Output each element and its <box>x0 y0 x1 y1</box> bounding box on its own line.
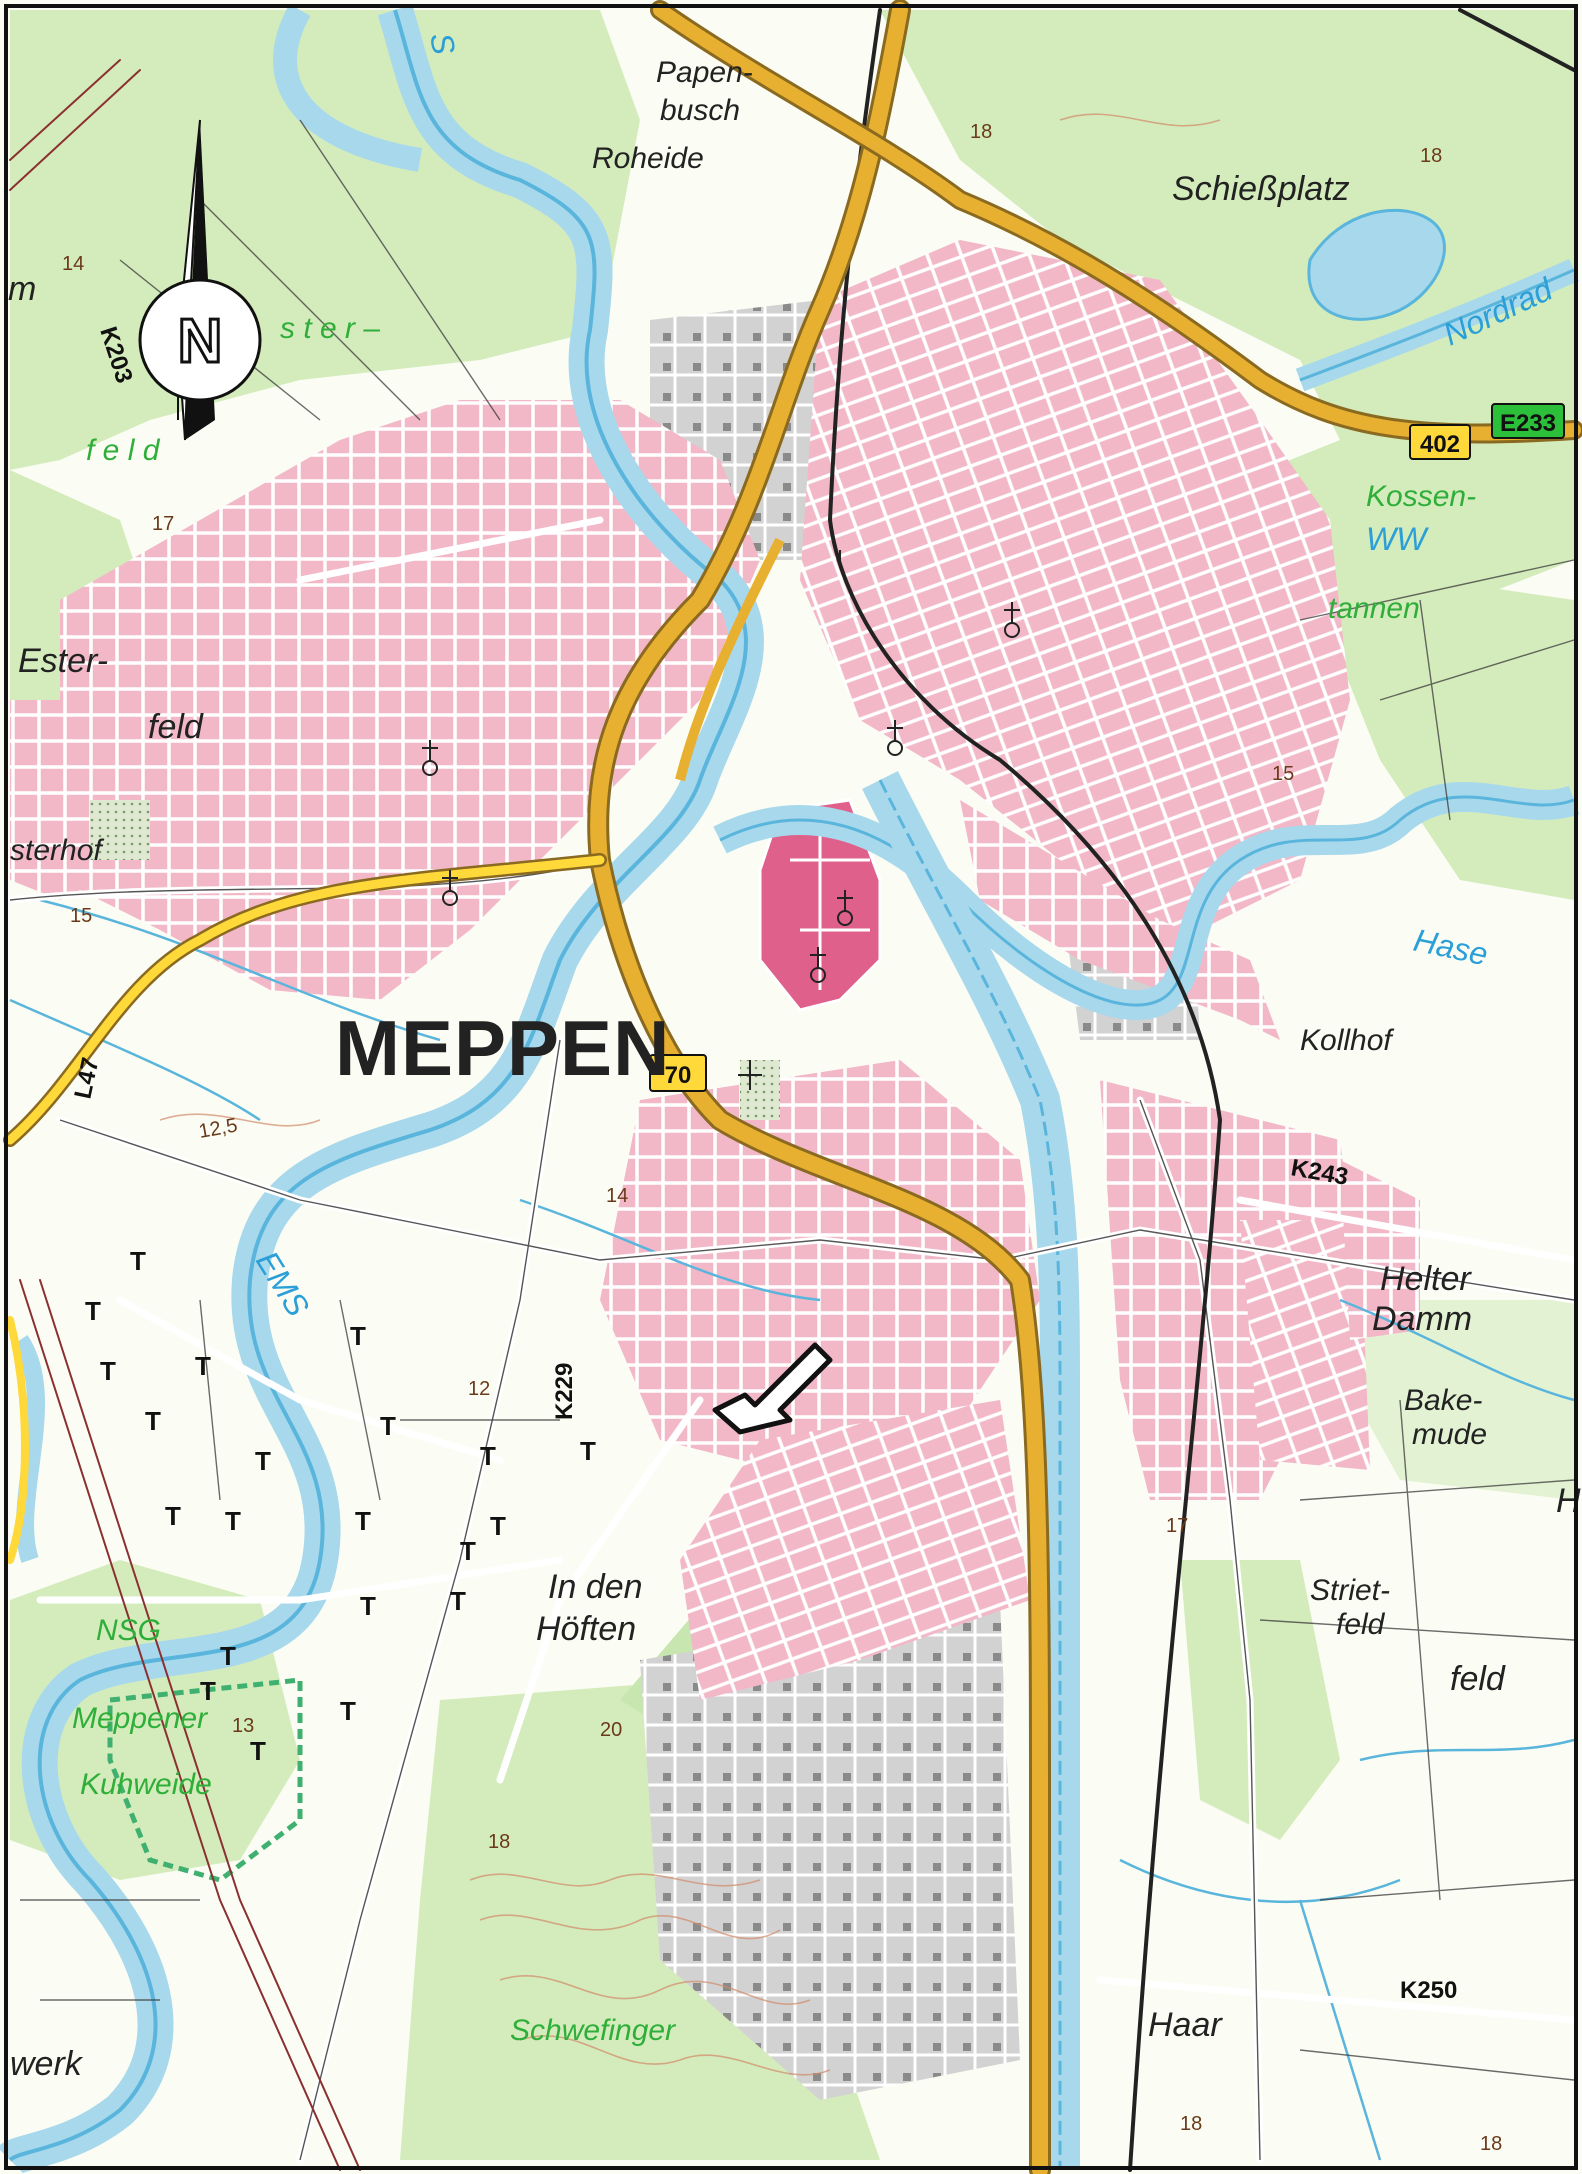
svg-text:T: T <box>490 1511 506 1541</box>
svg-text:T: T <box>580 1436 596 1466</box>
city-label: MEPPEN <box>335 1004 670 1092</box>
spot-height: 18 <box>1180 2113 1202 2135</box>
forest-nsg: NSG <box>96 1614 161 1647</box>
forest-oster-2: f e l d <box>86 434 161 467</box>
road-shields: 402 E233 70 <box>649 403 1565 1092</box>
water-features <box>0 4 1580 2174</box>
place-werk: werk <box>10 2045 84 2083</box>
place-esterfeld-2: feld <box>148 708 204 746</box>
spot-height: 18 <box>488 1831 510 1853</box>
spot-height: 14 <box>62 253 84 275</box>
svg-text:T: T <box>195 1351 211 1381</box>
forest-schwefinger: Schwefinger <box>510 2014 676 2047</box>
shield-e233: E233 <box>1500 410 1556 437</box>
spot-height: 14 <box>606 1185 628 1207</box>
spot-height: 20 <box>600 1719 622 1741</box>
svg-text:T: T <box>355 1506 371 1536</box>
road-k229: K229 <box>551 1363 578 1420</box>
highways <box>3 0 1582 2174</box>
spot-height: 18 <box>1480 2133 1502 2155</box>
place-striet-1: Striet- <box>1310 1574 1390 1607</box>
spot-height: 12 <box>468 1378 490 1400</box>
place-schiessplatz: Schießplatz <box>1172 170 1350 208</box>
place-papenbusch-2: busch <box>660 94 740 127</box>
svg-text:T: T <box>480 1441 496 1471</box>
shield-b402: 402 <box>1420 431 1460 458</box>
spot-height: 13 <box>232 1715 254 1737</box>
forest-kossen-2: tannen <box>1328 592 1420 625</box>
place-papenbusch-1: Papen- <box>656 56 753 89</box>
svg-text:T: T <box>165 1501 181 1531</box>
spot-heights: 14 17 18 18 15 15 12,5 14 12 17 13 18 20… <box>62 121 1502 2155</box>
wind-turbines: TTT TTT TTT TTT TTT TTT TTT <box>85 1246 596 1766</box>
svg-text:T: T <box>255 1446 271 1476</box>
svg-text:T: T <box>100 1356 116 1386</box>
spot-height: 17 <box>1166 1515 1188 1537</box>
svg-text:T: T <box>220 1641 236 1671</box>
water-ww: WW <box>1366 521 1429 557</box>
place-esterhof: sterhof <box>10 834 104 867</box>
svg-text:T: T <box>130 1246 146 1276</box>
svg-text:T: T <box>200 1676 216 1706</box>
map-symbols <box>422 550 1020 1090</box>
svg-text:T: T <box>85 1296 101 1326</box>
place-haar: Haar <box>1148 2006 1223 2044</box>
field-boundaries <box>20 119 1575 2081</box>
svg-text:T: T <box>250 1736 266 1766</box>
svg-text:T: T <box>145 1406 161 1436</box>
shield-b70: 70 <box>665 1062 692 1089</box>
place-m-partial: m <box>8 270 36 308</box>
place-kollhof: Kollhof <box>1300 1024 1394 1057</box>
forest-labels: s t e r – f e l d Kossen- tannen NSG Mep… <box>72 312 1476 2047</box>
place-feld-east: feld <box>1450 1660 1506 1698</box>
place-striet-2: feld <box>1336 1608 1386 1641</box>
svg-text:T: T <box>225 1506 241 1536</box>
spot-height: 17 <box>152 513 174 535</box>
map-frame <box>4 4 1578 2170</box>
svg-text:T: T <box>450 1586 466 1616</box>
forest-nsg-1: Meppener <box>72 1702 208 1735</box>
location-pointer <box>712 1342 833 1435</box>
place-roheide: Roheide <box>592 142 704 175</box>
svg-text:T: T <box>350 1321 366 1351</box>
place-esterfeld-1: Ester- <box>18 642 108 680</box>
cemetery-area <box>740 1060 780 1120</box>
forest-oster-1: s t e r – <box>280 312 380 345</box>
svg-text:T: T <box>380 1411 396 1441</box>
place-hoeften: Höften <box>536 1610 636 1648</box>
spot-height: 15 <box>70 905 92 927</box>
place-bakemude-2: mude <box>1412 1418 1487 1451</box>
svg-text:T: T <box>360 1591 376 1621</box>
forest-nsg-2: Kuhweide <box>80 1768 212 1801</box>
spot-height: 18 <box>970 121 992 143</box>
place-in-den: In den <box>548 1568 643 1606</box>
north-letter: N <box>178 307 223 376</box>
urban-areas <box>10 240 1420 1700</box>
svg-text:T: T <box>340 1696 356 1726</box>
railways <box>9 8 1576 2172</box>
north-arrow: N <box>138 119 262 441</box>
place-bakemude-1: Bake- <box>1404 1384 1482 1417</box>
place-helter-2: Damm <box>1372 1300 1472 1338</box>
forest-kossen-1: Kossen- <box>1366 480 1476 513</box>
svg-text:T: T <box>460 1536 476 1566</box>
place-labels: Papen- busch Roheide Schießplatz Ester- … <box>8 56 1581 2083</box>
road-k250: K250 <box>1400 1977 1457 2004</box>
place-helter-1: Helter <box>1380 1260 1472 1298</box>
spot-height: 18 <box>1420 145 1442 167</box>
contour-lines <box>159 113 1221 2076</box>
spot-height: 15 <box>1272 763 1294 785</box>
